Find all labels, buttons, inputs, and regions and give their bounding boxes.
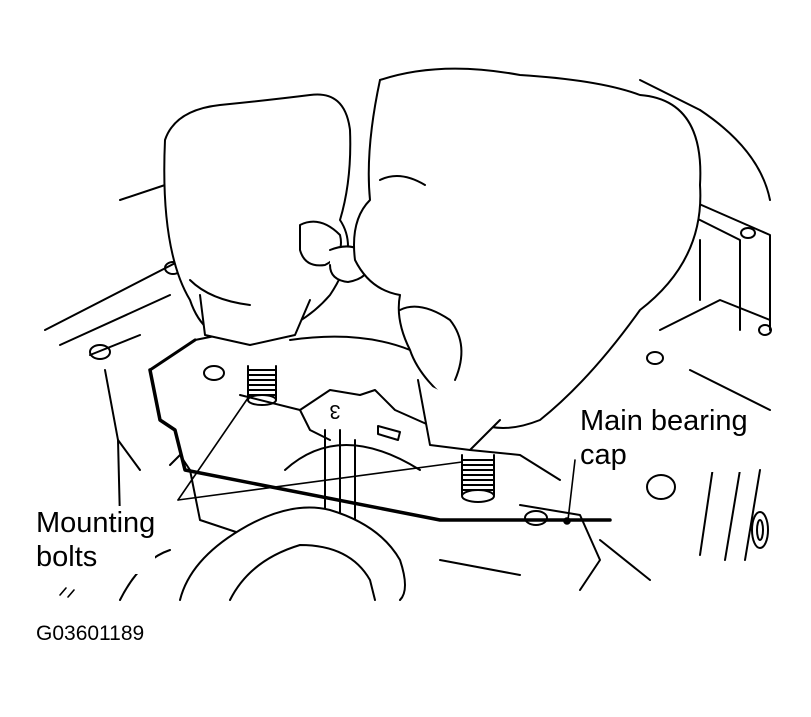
- mounting-bolts-leaders: [177, 394, 463, 501]
- cap-number-mark: 3: [329, 400, 340, 422]
- cap-number-text: 3: [329, 400, 340, 422]
- mounting-bolts-label: Mounting bolts: [36, 506, 156, 574]
- crankshaft-journal: [119, 506, 406, 601]
- mounting-bolt-left: [247, 365, 277, 406]
- main-bearing-cap-label-line1: Main bearing: [580, 405, 748, 437]
- main-bearing-cap-label-line2: cap: [580, 439, 627, 471]
- right-hand: [353, 67, 771, 451]
- mounting-bolts-label-line1: Mounting: [36, 507, 156, 539]
- mounting-bolt-right: [461, 454, 495, 503]
- main-bearing-cap-label: Main bearing cap: [580, 404, 748, 472]
- mounting-bolts-label-line2: bolts: [36, 541, 98, 573]
- left-hand: [163, 93, 372, 346]
- main-bearing-cap-leader: [563, 459, 576, 525]
- figure-id: G03601189: [36, 622, 145, 645]
